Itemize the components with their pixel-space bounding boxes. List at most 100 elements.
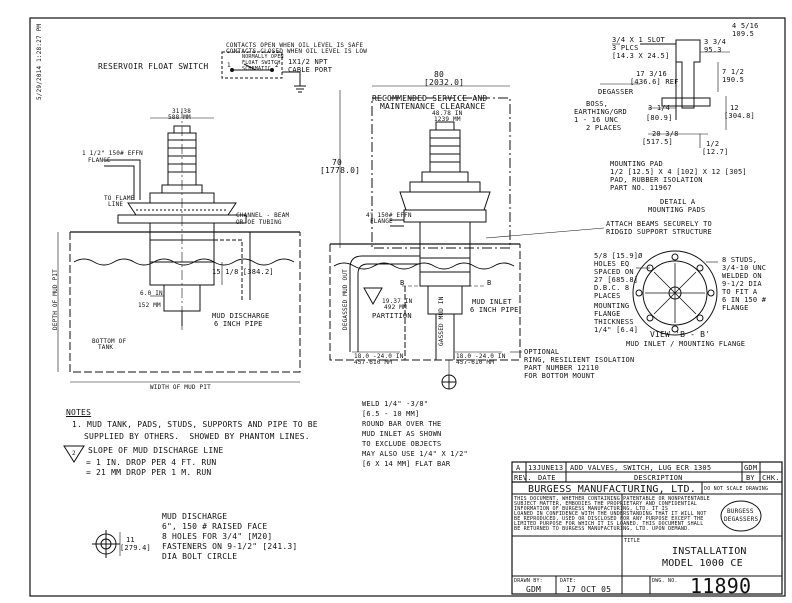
studs-count: 8 STUDS, [722,256,758,264]
timestamp: 5/29/2014 1:28:27 PM [36,23,43,100]
header-description: DESCRIPTION [634,474,683,482]
dim-20: 20 3/8 [652,130,679,138]
header-chk: CHK. [762,474,780,482]
inner-dim-top: 48.78 IN [432,110,463,117]
box-label-normally-open: NORMALLY OPEN [242,54,284,60]
holes-dbc: D.B.C. 8 [594,284,630,292]
dim-12: 12 [730,104,739,112]
contacts-note-closed: CONTACTS CLOSED WHEN OIL LEVEL IS LOW [226,48,368,55]
sheet-border [29,17,786,597]
center-motor [429,129,461,173]
slope-triangle-symbol [63,445,85,463]
center-flange-label-2: FLANGE [370,218,393,225]
pad-material: PAD, RUBBER ISOLATION [610,176,703,184]
attach-note-2: RIDGID SUPPORT STRUCTURE [606,228,712,236]
legal-line-5: BE REPRODUCED, USED OR DISCLOSED FOR ANY… [514,516,704,522]
left-degasser-view [57,51,306,383]
title-block-lines [511,461,783,595]
left-flange-label: 1 1/2" 150# EFFN [82,150,143,157]
discharge-line-3: 8 HOLES FOR 3/4" [M20] [162,532,273,541]
header-rev: REV. [514,474,532,482]
section-b-right: B [487,279,492,287]
weld-note-2: [6.5 - 10 MM] [362,410,420,418]
degasser-label: DEGASSER [598,88,634,96]
detail-a-title: DETAIL A [660,198,696,206]
service-clearance-box [371,97,511,249]
cable-port-size: 1X1/2 NPT [288,58,328,66]
dim-70: 70 [332,158,343,167]
header-drawn-date: DATE: [560,578,577,584]
center-flange-label: 4" 150# EFFN [366,212,412,219]
partition-dim-mm: 492 MM [384,304,407,311]
scale-note: DO NOT SCALE DRAWING [704,486,769,492]
drawing-number: 11890 [690,574,752,598]
left-mud-discharge: MUD DISCHARGE [212,312,270,320]
to-flame-line-label: LINE [108,201,124,208]
dim-half-mm: [12.7] [702,148,729,156]
rev-by: GDM [744,464,758,472]
optional-ring: RING, RESILIENT ISOLATION [524,356,635,364]
slot-places: 3 PLCS [612,44,639,52]
boss-thread: 1 - 16 UNC [574,116,619,124]
studs-fit: TO FIT A [722,288,758,296]
discharge-dim-mm: [279.4] [120,544,151,552]
dim-half: 1/2 [706,140,720,148]
legal-line-3: INFORMATION OF BURGESS MANUFACTURING, LT… [514,506,669,512]
box-label-schematic: SCHEMATIC [242,66,271,72]
optional-mount: FOR BOTTOM MOUNT [524,372,595,380]
partition-label: PARTITION [372,312,412,320]
partition-dim: 19.37 IN [382,298,413,305]
cable-port-label: CABLE PORT [288,66,333,74]
thickness-label-3: THICKNESS [594,318,634,326]
legal-line-7: BE RETURNED TO BURGESS MANUFACTURING, LT… [514,526,691,532]
float-switch-box [221,51,283,79]
dim-70-mm: [1778.0] [320,166,361,175]
channel-tubing-label: OR OE TUBING [236,219,282,226]
bottom-dim-left-mm: 457-610 MM [354,359,393,366]
studs-flange-size: 6 IN 150 # [722,296,767,304]
legal-line-6: LIMITED PURPOSE FOR WHICH IT IS LOANED. … [514,521,704,527]
dim-172: 17 3/16 [636,70,667,78]
discharge-dim-11: 11 [126,536,135,544]
thickness-label-1: MOUNTING [594,302,630,310]
holes-size: 5/8 [15.9]Ø [594,252,643,260]
legal-line-1: THIS DOCUMENT, WHETHER CONTAINING PATENT… [514,496,710,502]
header-dwg-no: DWG. NO. [652,578,678,584]
legal-line-4: LOANED IN CONFIDENCE WITH THE UNDERSTAND… [514,511,707,517]
weld-note-7: [6 X 14 MM] FLAT BAR [362,460,451,468]
section-b-left: B [400,279,405,287]
terminal-2: 2 [275,62,279,69]
terminal-1: 1 [227,62,231,69]
logo-burgess: BURGESS [727,508,754,515]
optional-label: OPTIONAL [524,348,560,356]
note-2-line-3: = 21 MM DROP PER 1 M. RUN [86,468,212,477]
weld-note-4: MUD INLET AS SHOWN [362,430,442,438]
rev-date: 13JUNE13 [528,464,564,472]
float-switch-title: RESERVOIR FLOAT SWITCH [98,62,209,71]
holes-spaced: SPACED ON [594,268,634,276]
discharge-line-1: MUD DISCHARGE [162,512,228,521]
dim-80: 80 [434,70,445,79]
left-dim-top-mm: 588 MM [168,114,191,121]
slot-mm: [14.3 X 24.5] [612,52,670,60]
rev-letter: A [516,464,521,472]
dim-172-mm: [436.6] REF [630,78,679,86]
center-degasser-view [329,85,605,390]
optional-part: PART NUMBER 12110 [524,364,600,372]
left-dim-lower-mm: 152 MM [138,302,161,309]
bottom-dim-right: 18.0 -24.0 IN [456,353,506,360]
box-label-float-switch: FLOAT SWITCH [242,60,281,66]
holes-places: PLACES [594,292,621,300]
width-of-mud-pit: WIDTH OF MUD PIT [150,384,211,391]
drawn-by: GDM [526,585,542,594]
legal-line-2: SUBJECT MATTER, EMBODIES THE PROPRIETARY… [514,501,697,507]
drawn-date: 17 OCT 05 [566,585,612,594]
clearance-label-2: MAINTENANCE CLEARANCE [380,102,486,111]
slot-size: 3/4 X 1 SLOT [612,36,665,44]
bottom-dim-right-mm: 457-610 MM [456,359,495,366]
channel-beam-label: CHANNEL - BEAM [236,212,290,219]
boss-places: 2 PLACES [586,124,622,132]
header-date: DATE [538,474,556,482]
rev-description: ADD VALVES, SWITCH, LUG ECR 1305 [570,464,712,472]
